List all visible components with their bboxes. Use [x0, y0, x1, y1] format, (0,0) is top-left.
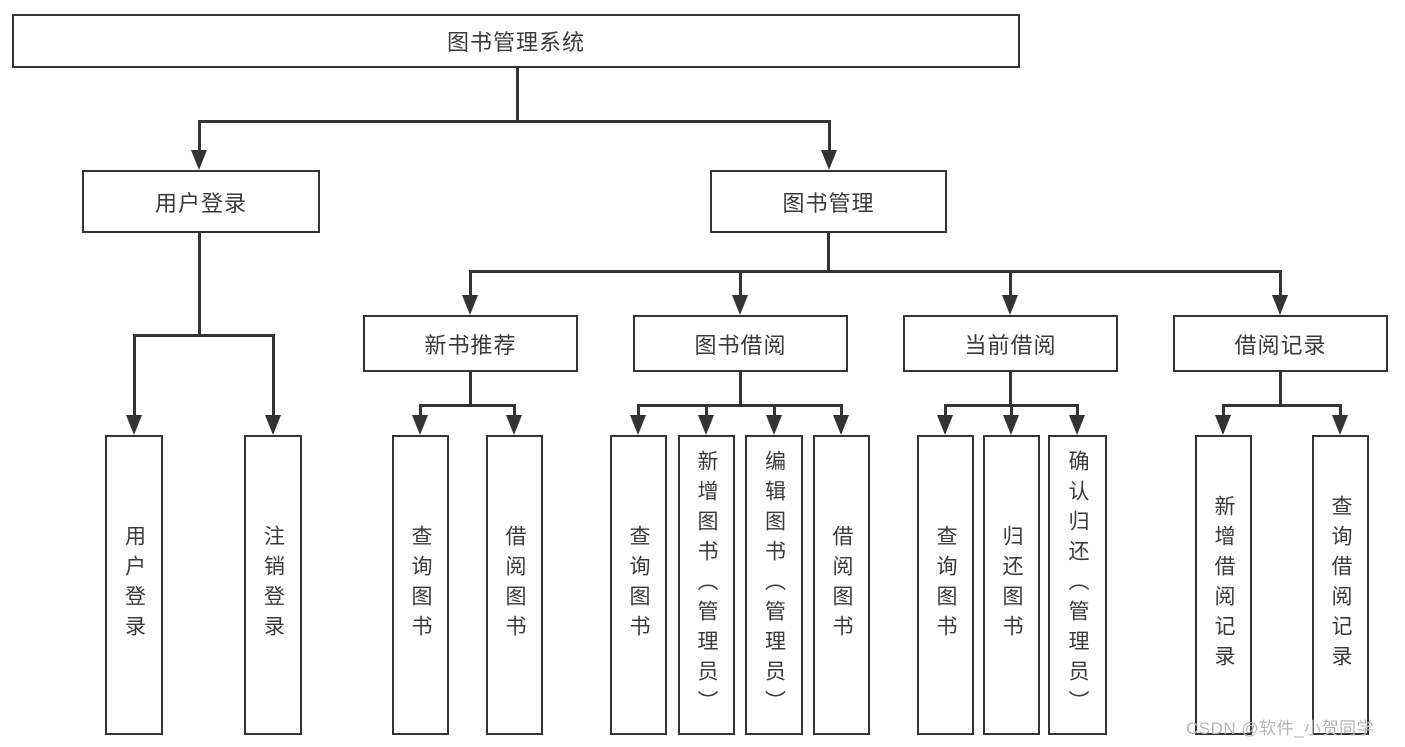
node-leaf-query-book-3: 查询图书 — [917, 435, 974, 735]
connector-line — [739, 270, 742, 298]
connector-line — [1009, 372, 1012, 407]
arrowhead-icon — [1002, 295, 1018, 315]
connector-line — [516, 68, 519, 122]
node-borrow-record-label: 借阅记录 — [1234, 332, 1327, 358]
node-leaf-user-login-label: 用户登录 — [122, 525, 146, 645]
arrowhead-icon — [630, 415, 646, 435]
connector-line — [1222, 404, 1342, 407]
node-user-login-label: 用户登录 — [154, 190, 247, 216]
connector-line — [637, 404, 640, 418]
node-borrow-record: 借阅记录 — [1173, 315, 1388, 372]
node-leaf-confirm-return-admin: 确认归还（管理员） — [1048, 435, 1107, 735]
arrowhead-icon — [766, 415, 782, 435]
node-book-management-label: 图书管理 — [782, 190, 875, 216]
arrowhead-icon — [412, 415, 428, 435]
node-leaf-query-book-1: 查询图书 — [392, 435, 449, 735]
connector-line — [133, 334, 136, 418]
arrowhead-icon — [833, 415, 849, 435]
connector-line — [637, 404, 843, 407]
arrowhead-icon — [1272, 295, 1288, 315]
node-leaf-query-book-3-label: 查询图书 — [934, 525, 957, 645]
node-new-book-recommend-label: 新书推荐 — [424, 332, 517, 358]
arrowhead-icon — [698, 415, 714, 435]
node-leaf-query-book-2-label: 查询图书 — [627, 525, 650, 645]
connector-line — [944, 404, 947, 418]
connector-line — [1076, 404, 1079, 418]
node-leaf-borrow-book-2-label: 借阅图书 — [830, 525, 853, 645]
connector-line — [827, 233, 830, 273]
node-current-borrow: 当前借阅 — [903, 315, 1118, 372]
node-book-borrow-label: 图书借阅 — [694, 332, 787, 358]
node-leaf-borrow-book-1-label: 借阅图书 — [503, 525, 526, 645]
connector-line — [1010, 404, 1013, 418]
connector-line — [739, 372, 742, 407]
connector-line — [133, 334, 275, 337]
node-book-borrow: 图书借阅 — [633, 315, 848, 372]
connector-line — [469, 270, 472, 298]
connector-line — [198, 120, 201, 154]
arrowhead-icon — [506, 415, 522, 435]
node-leaf-query-borrow-record: 查询借阅记录 — [1312, 435, 1369, 735]
node-leaf-user-login: 用户登录 — [105, 435, 163, 735]
connector-line — [198, 120, 831, 123]
node-leaf-query-borrow-record-label: 查询借阅记录 — [1329, 495, 1352, 675]
node-leaf-query-book-1-label: 查询图书 — [409, 525, 432, 645]
node-leaf-query-book-2: 查询图书 — [610, 435, 667, 735]
node-leaf-borrow-book-2: 借阅图书 — [813, 435, 870, 735]
arrowhead-icon — [1215, 415, 1231, 435]
connector-line — [1279, 270, 1282, 298]
csdn-watermark: CSDN @软件_小贺同学 — [1186, 719, 1375, 738]
connector-line — [1222, 404, 1225, 418]
connector-line — [198, 233, 201, 337]
node-leaf-logout-label: 注销登录 — [261, 525, 285, 645]
connector-line — [1339, 404, 1342, 418]
arrowhead-icon — [265, 415, 281, 435]
connector-line — [705, 404, 708, 418]
arrowhead-icon — [1069, 415, 1085, 435]
node-root: 图书管理系统 — [12, 14, 1020, 68]
arrowhead-icon — [126, 415, 142, 435]
node-leaf-add-borrow-record: 新增借阅记录 — [1195, 435, 1252, 735]
node-leaf-add-borrow-record-label: 新增借阅记录 — [1212, 495, 1235, 675]
node-current-borrow-label: 当前借阅 — [964, 332, 1057, 358]
node-leaf-confirm-return-admin-label: 确认归还（管理员） — [1066, 450, 1089, 720]
connector-line — [828, 120, 831, 154]
node-user-login: 用户登录 — [82, 170, 320, 233]
node-leaf-return-book: 归还图书 — [983, 435, 1040, 735]
arrowhead-icon — [821, 150, 837, 170]
node-book-management: 图书管理 — [710, 170, 947, 233]
connector-line — [513, 404, 516, 418]
connector-line — [1279, 372, 1282, 407]
node-leaf-add-book-admin: 新增图书（管理员） — [678, 435, 735, 735]
connector-line — [773, 404, 776, 418]
connector-line — [272, 334, 275, 418]
node-new-book-recommend: 新书推荐 — [363, 315, 578, 372]
node-leaf-edit-book-admin: 编辑图书（管理员） — [745, 435, 803, 735]
connector-line — [469, 270, 1282, 273]
connector-line — [419, 404, 422, 418]
node-leaf-add-book-admin-label: 新增图书（管理员） — [695, 450, 718, 720]
connector-line — [419, 404, 516, 407]
node-leaf-return-book-label: 归还图书 — [1000, 525, 1023, 645]
connector-line — [840, 404, 843, 418]
arrowhead-icon — [191, 150, 207, 170]
arrowhead-icon — [732, 295, 748, 315]
arrowhead-icon — [462, 295, 478, 315]
node-root-label: 图书管理系统 — [446, 30, 585, 55]
node-leaf-logout: 注销登录 — [244, 435, 302, 735]
connector-line — [1009, 270, 1012, 298]
node-leaf-borrow-book-1: 借阅图书 — [486, 435, 543, 735]
arrowhead-icon — [1332, 415, 1348, 435]
connector-line — [469, 372, 472, 407]
arrowhead-icon — [1003, 415, 1019, 435]
arrowhead-icon — [937, 415, 953, 435]
node-leaf-edit-book-admin-label: 编辑图书（管理员） — [762, 450, 786, 720]
